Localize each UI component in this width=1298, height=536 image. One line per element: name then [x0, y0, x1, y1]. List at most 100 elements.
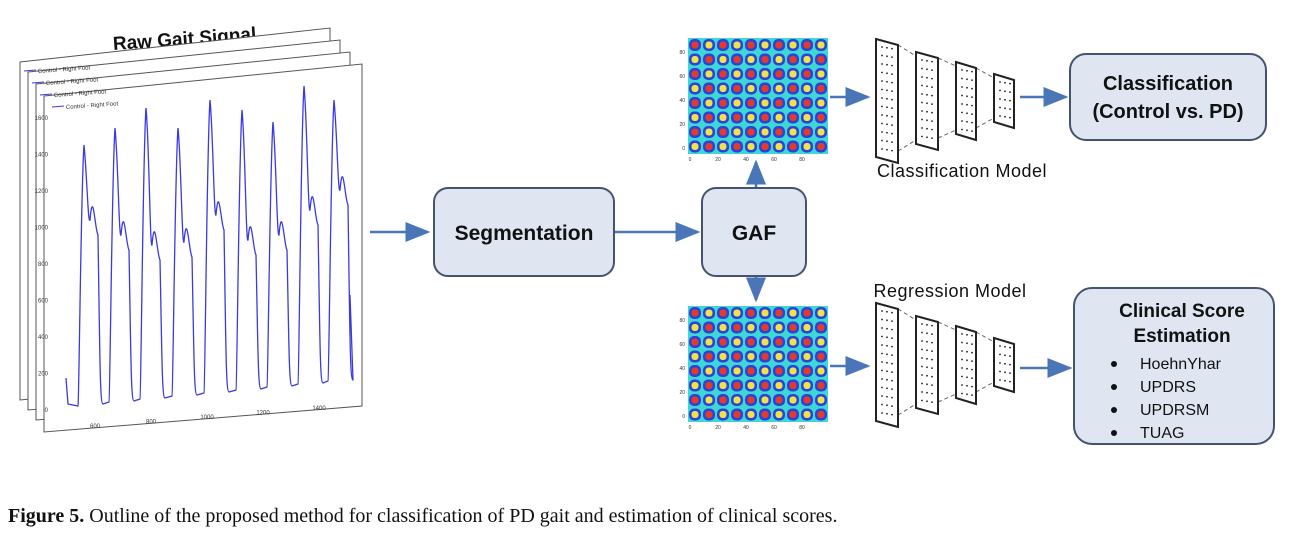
neuron-dot — [921, 110, 923, 112]
neuron-dot — [966, 359, 968, 362]
gaf-cell-core — [719, 353, 727, 360]
gaf-cell-core — [789, 85, 797, 92]
gaf-cell-core — [705, 128, 713, 136]
gaf-cell-core — [775, 128, 783, 136]
neuron-dot — [971, 130, 973, 133]
gaf-cell-core — [789, 56, 797, 63]
neuron-dot — [931, 94, 933, 97]
neuron-dot — [881, 71, 883, 74]
gaf-cell-core — [747, 309, 755, 317]
gaf-cell-core — [803, 367, 811, 375]
gaf-cell-core — [705, 41, 713, 49]
neuron-dot — [971, 360, 973, 362]
neuron-dot — [921, 399, 923, 402]
gaf-cell-core — [775, 382, 783, 389]
neuron-dot — [971, 377, 973, 379]
neuron-dot — [966, 95, 968, 98]
classification-model-label: Classification Model — [877, 161, 1047, 181]
neuron-dot — [961, 341, 963, 344]
gaf-cell-core — [775, 143, 783, 150]
gaf-cell-core — [789, 396, 797, 404]
gaf-cell-core — [761, 338, 769, 346]
gaf-y-tick-label: 40 — [679, 366, 685, 372]
gaf-cell-core — [691, 143, 699, 150]
gaf-cell-core — [747, 41, 755, 49]
neuron-dot — [921, 84, 923, 87]
gaf-cell-core — [719, 128, 727, 136]
gaf-y-tick-label: 60 — [679, 74, 685, 80]
raw-gait-signal-panel: Raw Gait Signal Control - Right Foot Con… — [19, 24, 363, 433]
neuron-dot — [886, 80, 888, 83]
gaf-cell-core — [789, 367, 797, 375]
legend-label-front: Control - Right Foot — [66, 101, 119, 111]
neuron-dot — [999, 370, 1001, 373]
neuron-dot — [926, 110, 928, 113]
neuron-dot — [1004, 371, 1006, 374]
clinical-item-bullet — [1111, 384, 1117, 390]
gaf-cell-core — [705, 353, 713, 360]
caption-label: Figure 5. — [8, 505, 85, 527]
neuron-dot — [931, 392, 933, 395]
neuron-dot — [931, 358, 933, 361]
neuron-dot — [931, 401, 933, 403]
gaf-cell-core — [761, 56, 769, 63]
neuron-dot — [891, 379, 893, 382]
neuron-dot — [891, 396, 893, 399]
neuron-dot — [961, 358, 963, 361]
gaf-cell-core — [747, 324, 755, 331]
gaf-box: GAF — [701, 187, 807, 277]
gaf-cell-core — [705, 70, 713, 78]
gait-signal-line — [65, 85, 354, 407]
neuron-dot — [891, 371, 893, 373]
signal-x-tick-label: 1400 — [312, 406, 326, 412]
neuron-dot — [926, 136, 928, 139]
gaf-x-tick-label: 40 — [743, 425, 749, 431]
neuron-dot — [921, 331, 923, 334]
neuron-dot — [931, 341, 933, 344]
neuron-dot — [891, 362, 893, 365]
gaf-cell-core — [691, 70, 699, 78]
gaf-cell-core — [733, 411, 741, 418]
neuron-dot — [886, 353, 888, 356]
neuron-dot — [891, 56, 893, 58]
legend-label-2: Control - Right Foot — [46, 77, 99, 87]
gaf-cell-core — [761, 324, 769, 331]
neuron-dot — [966, 376, 968, 379]
neuron-dot — [931, 86, 933, 88]
neuron-dot — [881, 88, 883, 91]
neuron-dot — [921, 135, 923, 138]
gaf-y-tick-label: 60 — [679, 342, 685, 348]
gaf-cell-core — [803, 309, 811, 317]
gaf-cell-core — [803, 353, 811, 360]
neuron-dot — [961, 392, 963, 395]
neuron-dot — [881, 335, 883, 338]
gaf-cell-core — [817, 41, 825, 49]
clinical-item-bullet — [1111, 430, 1117, 436]
neuron-dot — [921, 348, 923, 351]
gaf-cell-core — [817, 85, 825, 92]
signal-y-tick-label: 0 — [45, 408, 49, 414]
neuron-dot — [961, 111, 963, 114]
neuron-dot — [999, 379, 1001, 381]
neuron-dot — [926, 76, 928, 79]
gaf-cell-core — [817, 338, 825, 346]
gaf-cell-core — [733, 56, 741, 63]
gaf-x-tick-label: 40 — [743, 157, 749, 163]
neuron-dot — [881, 395, 883, 397]
gaf-cell-core — [719, 70, 727, 78]
neuron-dot — [891, 354, 893, 356]
neuron-dot — [931, 324, 933, 327]
neuron-dot — [881, 122, 883, 125]
signal-x-tick-label: 600 — [90, 424, 101, 430]
clinical-item-bullet — [1111, 407, 1117, 413]
network-layer — [875, 301, 899, 429]
layer-connector — [937, 393, 957, 403]
neuron-dot — [891, 90, 893, 92]
neuron-dot — [881, 318, 883, 321]
neuron-dot — [1004, 115, 1006, 118]
gaf-y-tick-label: 0 — [682, 414, 685, 420]
neuron-dot — [891, 107, 893, 109]
neuron-dot — [966, 342, 968, 345]
